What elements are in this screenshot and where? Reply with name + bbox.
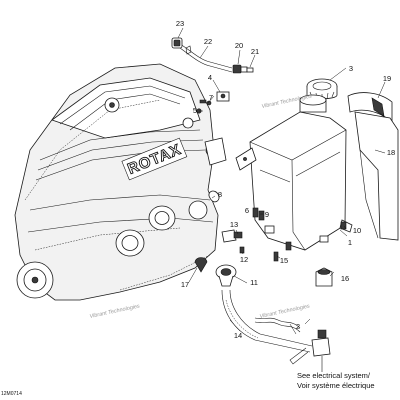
- note-line-2: Voir système électrique: [297, 381, 375, 390]
- callout-3: 3: [349, 64, 353, 73]
- callout-2: 2: [296, 322, 300, 331]
- callout-22: 22: [204, 37, 212, 46]
- callout-5: 5: [193, 106, 197, 115]
- callout-13: 13: [230, 220, 238, 229]
- callout-7: 7: [209, 93, 213, 102]
- hose-22-assembly: [171, 37, 254, 74]
- leader-lines: [177, 27, 386, 335]
- callout-16: 16: [341, 274, 349, 283]
- callout-4: 4: [208, 73, 212, 82]
- callout-1: 1: [348, 238, 352, 247]
- callout-21: 21: [251, 47, 259, 56]
- watermark-3: Vibrant Technologies: [259, 303, 310, 320]
- hose-14-assembly: [221, 289, 331, 372]
- callout-15: 15: [280, 256, 288, 265]
- watermark-2: Vibrant Technologies: [89, 303, 140, 320]
- callout-11: 11: [250, 278, 258, 287]
- callout-8: 8: [218, 190, 222, 199]
- callout-10: 10: [353, 226, 361, 235]
- callout-12: 12: [240, 255, 248, 264]
- callout-23: 23: [176, 19, 184, 28]
- drawing-code: 12M0714: [1, 391, 22, 397]
- note-line-1: See electrical system/: [297, 371, 371, 380]
- coolant-reservoir-1: [235, 94, 353, 251]
- callouts: 23 22 20 21 3 4 7 5 19 18 8 6 9 13 10 1 …: [176, 19, 395, 340]
- callout-17: 17: [181, 280, 189, 289]
- callout-19: 19: [383, 74, 391, 83]
- callout-6: 6: [245, 206, 249, 215]
- engine-assembly: [14, 63, 227, 301]
- fasteners: [194, 190, 347, 287]
- callout-18: 18: [387, 148, 395, 157]
- callout-20: 20: [235, 41, 243, 50]
- callout-14: 14: [234, 331, 242, 340]
- callout-9: 9: [265, 210, 269, 219]
- heat-shield-18-19: [347, 92, 399, 241]
